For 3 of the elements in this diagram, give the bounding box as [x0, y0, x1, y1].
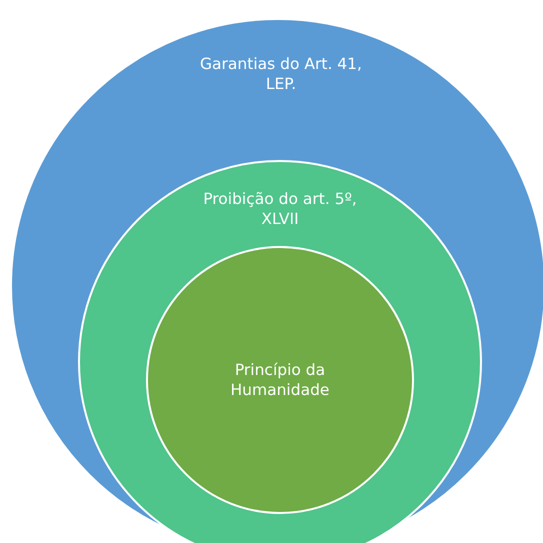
circle-label: Garantias do Art. 41, LEP.: [199, 54, 363, 94]
circle-label: Princípio da Humanidade: [230, 360, 330, 400]
circle-label: Proibição do art. 5º, XLVII: [202, 189, 358, 230]
